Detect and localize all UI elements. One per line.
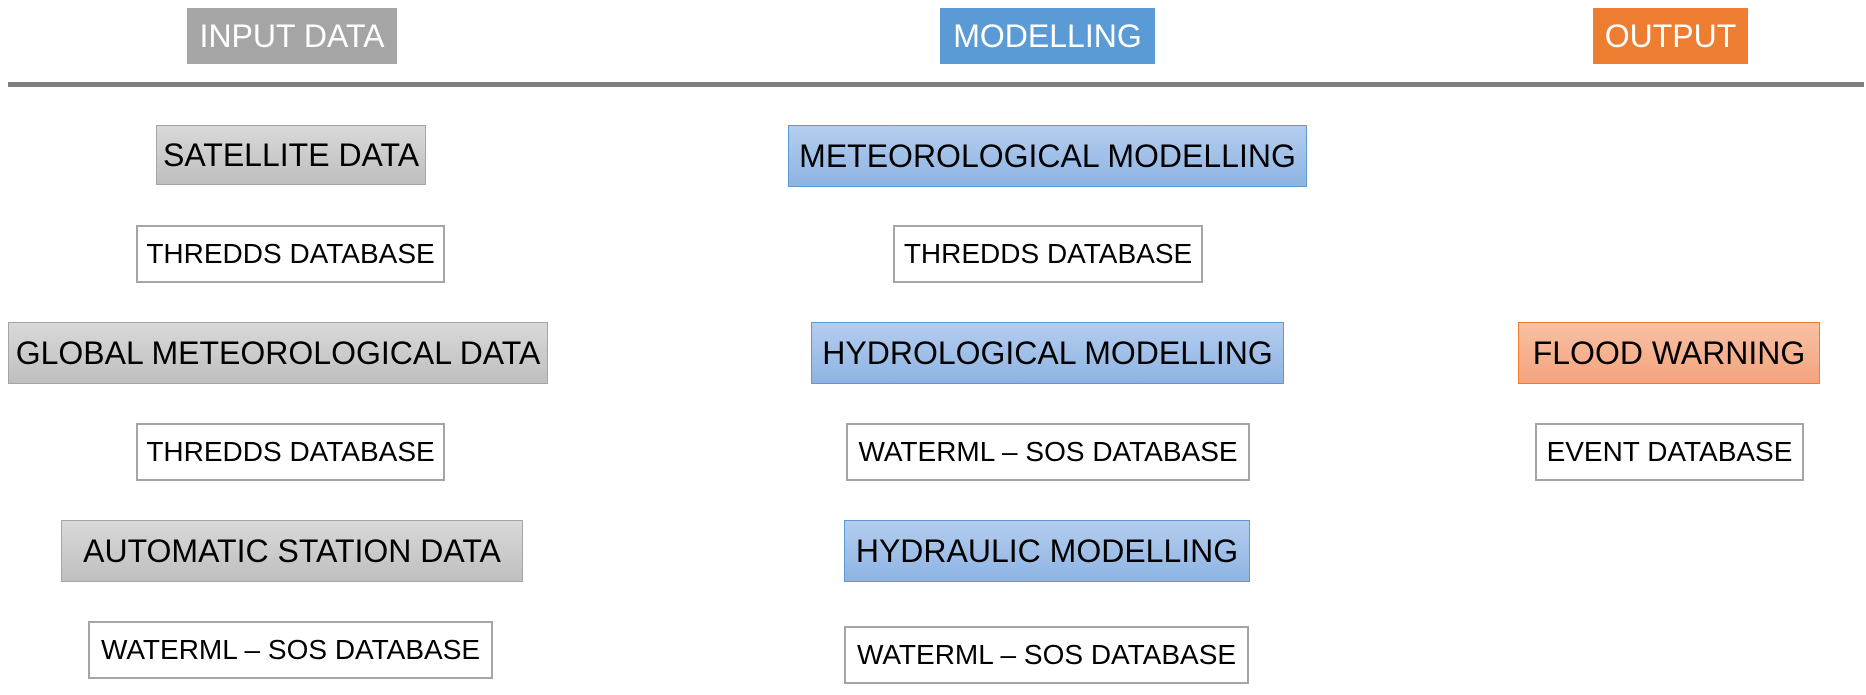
modelling-database-1: THREDDS DATABASE [893,225,1203,283]
input-data-header: INPUT DATA [187,8,397,64]
satellite-data-box: SATELLITE DATA [156,125,426,185]
global-meteorological-data-box: GLOBAL METEOROLOGICAL DATA [8,322,548,384]
hydraulic-modelling-box: HYDRAULIC MODELLING [844,520,1250,582]
modelling-database-2: WATERML – SOS DATABASE [846,423,1250,481]
modelling-database-3: WATERML – SOS DATABASE [844,626,1249,684]
hydrological-modelling-box: HYDROLOGICAL MODELLING [811,322,1284,384]
meteorological-modelling-box: METEOROLOGICAL MODELLING [788,125,1307,187]
input-database-3: WATERML – SOS DATABASE [88,621,493,679]
input-database-2: THREDDS DATABASE [136,423,445,481]
output-header: OUTPUT [1593,8,1748,64]
output-database-1: EVENT DATABASE [1535,423,1804,481]
input-database-1: THREDDS DATABASE [136,225,445,283]
modelling-header: MODELLING [940,8,1155,64]
automatic-station-data-box: AUTOMATIC STATION DATA [61,520,523,582]
flood-warning-box: FLOOD WARNING [1518,322,1820,384]
header-divider [8,82,1864,87]
